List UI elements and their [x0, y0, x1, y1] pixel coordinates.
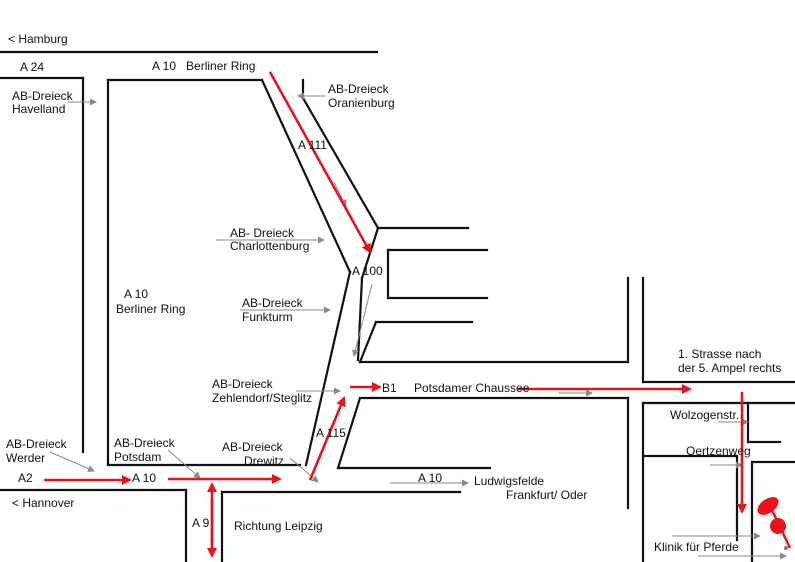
label-dreieck-potsdam-1: AB-Dreieck: [114, 436, 176, 450]
road-a115-east: [336, 396, 362, 470]
road-network: [0, 50, 795, 562]
label-a10-berliner-ring-top: A 10 Berliner Ring: [152, 59, 255, 73]
label-dreieck-werder-1: AB-Dreieck: [6, 437, 68, 451]
label-instruction-1: 1. Strasse nach: [678, 347, 761, 361]
label-richtung-leipzig: Richtung Leipzig: [234, 519, 323, 533]
road-b1-north-connector: [358, 320, 378, 364]
label-frankfurt-oder: Frankfurt/ Oder: [506, 488, 587, 502]
label-a115: A 115: [316, 426, 346, 440]
label-potsdamer-chaussee: Potsdamer Chaussee: [414, 381, 530, 395]
label-a9: A 9: [192, 516, 210, 530]
road-a111-east-2: [301, 96, 380, 230]
label-wolzogenstr: Wolzogenstr.: [670, 408, 739, 422]
label-hamburg: < Hamburg: [8, 32, 68, 46]
pointer-a111: [333, 181, 347, 207]
label-hannover: < Hannover: [12, 496, 74, 510]
label-ludwigsfelde: Ludwigsfelde: [474, 474, 544, 488]
label-dreieck-funkturm-2: Funkturm: [242, 310, 293, 324]
label-instruction-2: der 5. Ampel rechts: [678, 361, 781, 375]
label-a111: A 111: [298, 138, 327, 152]
label-berliner-ring-left: Berliner Ring: [116, 302, 185, 316]
label-a10-bottom: A 10: [132, 471, 156, 485]
pointer-a100: [352, 283, 373, 357]
label-dreieck-werder-2: Werder: [6, 451, 45, 465]
road-a100-east-2: [356, 276, 364, 362]
pointer-potsdam: [167, 449, 201, 479]
label-a100: A 100: [352, 264, 383, 278]
route-arrow-a115: [308, 396, 346, 481]
label-dreieck-drewitz-2: Drewitz: [244, 454, 284, 468]
label-dreieck-havelland-2: Havelland: [12, 102, 65, 116]
label-dreieck-zehlendorf-1: AB-Dreieck: [212, 377, 274, 391]
label-klinik: Klinik für Pferde: [654, 540, 739, 554]
road-a100-west: [304, 270, 352, 467]
map-pin-icon: [757, 497, 792, 550]
label-a2: A2: [18, 471, 33, 485]
label-dreieck-charlottenburg-2: Charlottenburg: [230, 239, 309, 253]
pointer-werder: [49, 451, 95, 472]
label-dreieck-oranienburg-2: Oranienburg: [328, 96, 395, 110]
label-a24: A 24: [20, 60, 44, 74]
label-b1: B1: [382, 381, 397, 395]
label-a10-left: A 10: [124, 287, 148, 301]
map-labels: < Hamburg A 24 A 10 Berliner Ring AB-Dre…: [6, 32, 781, 554]
label-dreieck-oranienburg-1: AB-Dreieck: [328, 82, 390, 96]
pointer-drewitz: [289, 457, 319, 483]
label-dreieck-funkturm-1: AB-Dreieck: [242, 296, 304, 310]
label-pointers: [49, 92, 787, 560]
label-dreieck-havelland-1: AB-Dreieck: [12, 89, 74, 103]
label-dreieck-zehlendorf-2: Zehlendorf/Steglitz: [212, 391, 312, 405]
label-oertzenweg: Oertzenweg: [686, 444, 751, 458]
road-a111-west: [260, 78, 352, 274]
label-dreieck-potsdam-2: Potsdam: [114, 450, 161, 464]
route-arrow-a111: [268, 71, 372, 254]
label-dreieck-charlottenburg-1: AB- Dreieck: [230, 226, 295, 240]
route-arrows: [44, 71, 747, 558]
label-a10-ludwigsfelde: A 10: [418, 471, 442, 485]
label-dreieck-drewitz-1: AB-Dreieck: [222, 440, 284, 454]
